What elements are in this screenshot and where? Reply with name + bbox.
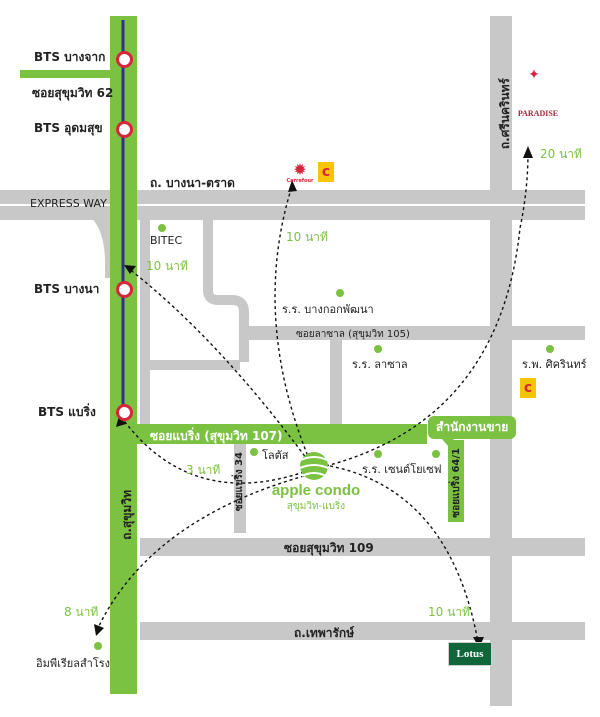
route-bearing xyxy=(121,417,305,484)
lotus-logo: Lotus xyxy=(448,642,492,666)
soi62-road xyxy=(20,70,114,78)
lasalle-road xyxy=(240,326,585,340)
bts-bearing-marker xyxy=(116,404,133,421)
bearing64-label: ซอยแบริ่ง 64/1 xyxy=(451,448,462,518)
bearing34-label: ซอยแบริ่ง 34 xyxy=(234,452,245,512)
seacon-logo: ✦ xyxy=(528,67,540,83)
bts-bangchak-label: BTS บางจาก xyxy=(34,50,106,64)
bearing34-road xyxy=(234,440,246,533)
bts-bangchak-marker xyxy=(116,51,133,68)
road-patana-v xyxy=(330,330,342,428)
soi62-label: ซอยสุขุมวิท 62 xyxy=(32,86,114,100)
logo-name: apple condo xyxy=(271,482,361,499)
lasalle-school-label: ร.ร. ลาซาล xyxy=(352,358,408,371)
srinakarin-label: ถ.ศรีนครินทร์ xyxy=(498,78,512,150)
thepharak-road xyxy=(140,622,585,640)
lasalle-road-label: ซอยลาซาล (สุขุมวิท 105) xyxy=(296,329,410,340)
road-lasalle-h xyxy=(140,360,240,370)
paradise-logo: PARADISE xyxy=(517,104,559,122)
route-bangna xyxy=(127,267,313,467)
route-paradise xyxy=(325,151,529,467)
apple-logo-icon xyxy=(299,452,329,480)
bearing107-road xyxy=(137,424,427,444)
lasalle-school-marker xyxy=(374,345,382,353)
time-lotus: 10 นาที xyxy=(428,605,470,619)
patana-marker xyxy=(336,289,344,297)
soi109-label: ซอยสุขุมวิท 109 xyxy=(284,541,374,555)
st-joseph-marker xyxy=(374,450,382,458)
sales-office-callout: สำนักงานขาย xyxy=(428,416,517,446)
lotus-store-label: โลตัส xyxy=(262,449,289,462)
srikarin-label: ร.พ. ศิครินทร์ xyxy=(522,358,587,371)
imperial-label: อิมพีเรียลสำโรง xyxy=(36,657,111,670)
time-carrefour: 10 นาที xyxy=(286,230,328,244)
logo-sub: สุขุมวิท-แบริ่ง xyxy=(286,501,346,512)
st-joseph-label: ร.ร. เซนต์โยเซฟ xyxy=(362,463,442,476)
lotus-text: Lotus xyxy=(456,648,484,660)
patana-label: ร.ร. บางกอกพัฒนา xyxy=(282,303,374,316)
carrefour-logo: ✹ Carrefour xyxy=(287,160,314,186)
apple-condo-logo: apple condo สุขุมวิท-แบริ่ง xyxy=(266,452,366,514)
paradise-text: PARADISE xyxy=(517,108,559,118)
route-lotus xyxy=(329,465,479,643)
soi109-road xyxy=(140,538,585,556)
thepharak-label: ถ.เทพารักษ์ xyxy=(294,626,355,640)
time-paradise: 20 นาที xyxy=(540,147,582,161)
expressway-label: EXPRESS WAY xyxy=(30,197,107,210)
lotus-store-marker xyxy=(250,448,258,456)
bts-bangna-label: BTS บางนา xyxy=(34,282,100,296)
bts-udomsuk-label: BTS อุดมสุข xyxy=(34,121,103,135)
bitec-label: BITEC xyxy=(150,234,183,247)
bangna-trat-label: ถ. บางนา-ตราด xyxy=(150,176,235,190)
routes xyxy=(97,151,529,643)
bigc-logo-2: c xyxy=(520,378,536,398)
time-bangna: 10 นาที xyxy=(146,259,188,273)
bearing107-label: ซอยแบริ่ง (สุขุมวิท 107) xyxy=(150,429,283,443)
carrefour-text: Carrefour xyxy=(286,178,314,184)
arrowheads xyxy=(94,146,533,648)
srikarin-marker xyxy=(546,345,554,353)
srinakarin-road xyxy=(490,16,512,706)
bigc-logo: c xyxy=(318,162,334,182)
curve-road xyxy=(203,220,249,362)
bts-bearing-label: BTS แบริ่ง xyxy=(38,405,96,419)
imperial-marker xyxy=(94,642,102,650)
bts-bangna-marker xyxy=(116,281,133,298)
sales-office-marker xyxy=(432,450,440,458)
time-bearing: 3 นาที xyxy=(186,463,221,477)
bts-udomsuk-marker xyxy=(116,121,133,138)
bitec-marker xyxy=(158,224,166,232)
sun-icon: ✹ xyxy=(293,160,307,179)
sukhumvit-label: ถ.สุขุมวิท xyxy=(120,490,134,540)
bearing64-road xyxy=(448,440,464,522)
time-imperial: 8 นาที xyxy=(64,605,99,619)
road-left-v xyxy=(140,220,150,430)
